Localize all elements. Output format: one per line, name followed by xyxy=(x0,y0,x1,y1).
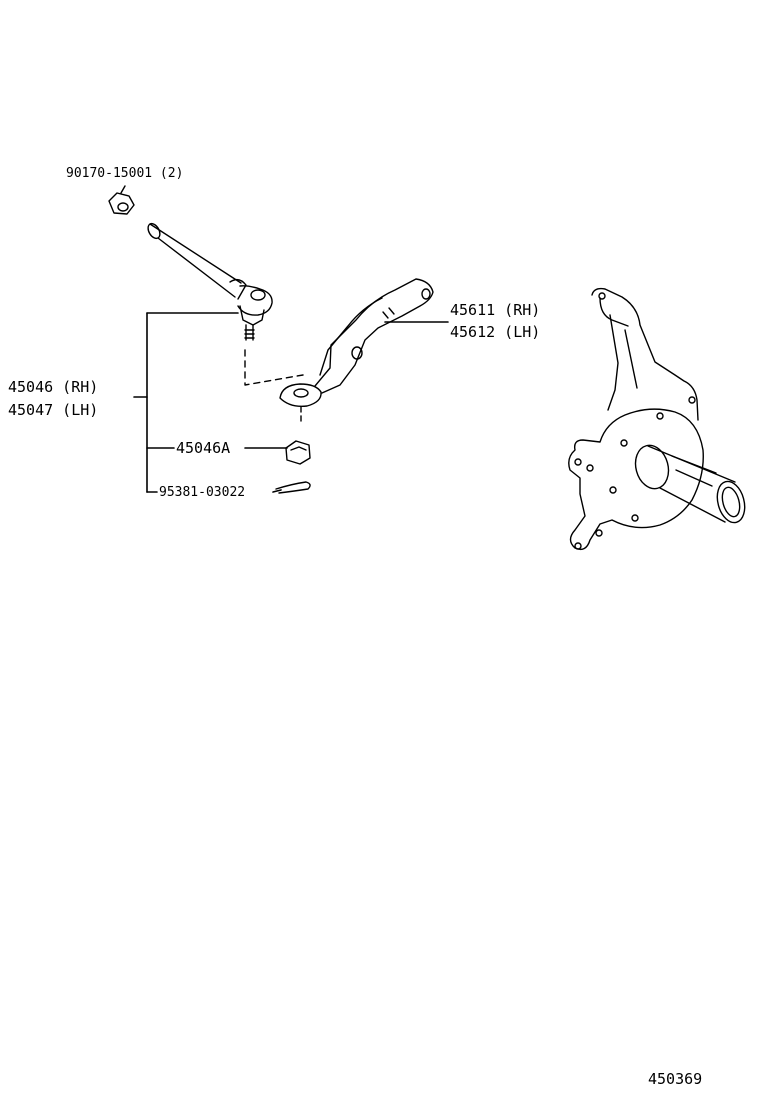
lock-nut-drawing xyxy=(109,186,134,214)
knuckle-arm-drawing xyxy=(280,279,433,406)
label-tie-rod-end-lh: 45047 (LH) xyxy=(8,401,99,419)
cotter-pin-drawing xyxy=(276,482,310,493)
label-knuckle-arm-lh: 45612 (LH) xyxy=(450,323,541,341)
steering-knuckle-drawing xyxy=(569,289,749,550)
label-tie-rod-end-rh: 45046 (RH) xyxy=(8,378,99,396)
label-castle-nut: 45046A xyxy=(176,439,231,457)
label-nut-part: 90170-15001 (2) xyxy=(66,166,184,181)
castle-nut-drawing xyxy=(286,441,310,464)
label-knuckle-arm-rh: 45611 (RH) xyxy=(450,301,541,319)
leader-lines xyxy=(134,313,448,492)
figure-number: 450369 xyxy=(648,1070,703,1088)
dashed-assembly-line xyxy=(245,350,303,385)
tie-rod-end-drawing xyxy=(146,222,272,340)
label-cotter-pin: 95381-03022 xyxy=(159,485,246,500)
